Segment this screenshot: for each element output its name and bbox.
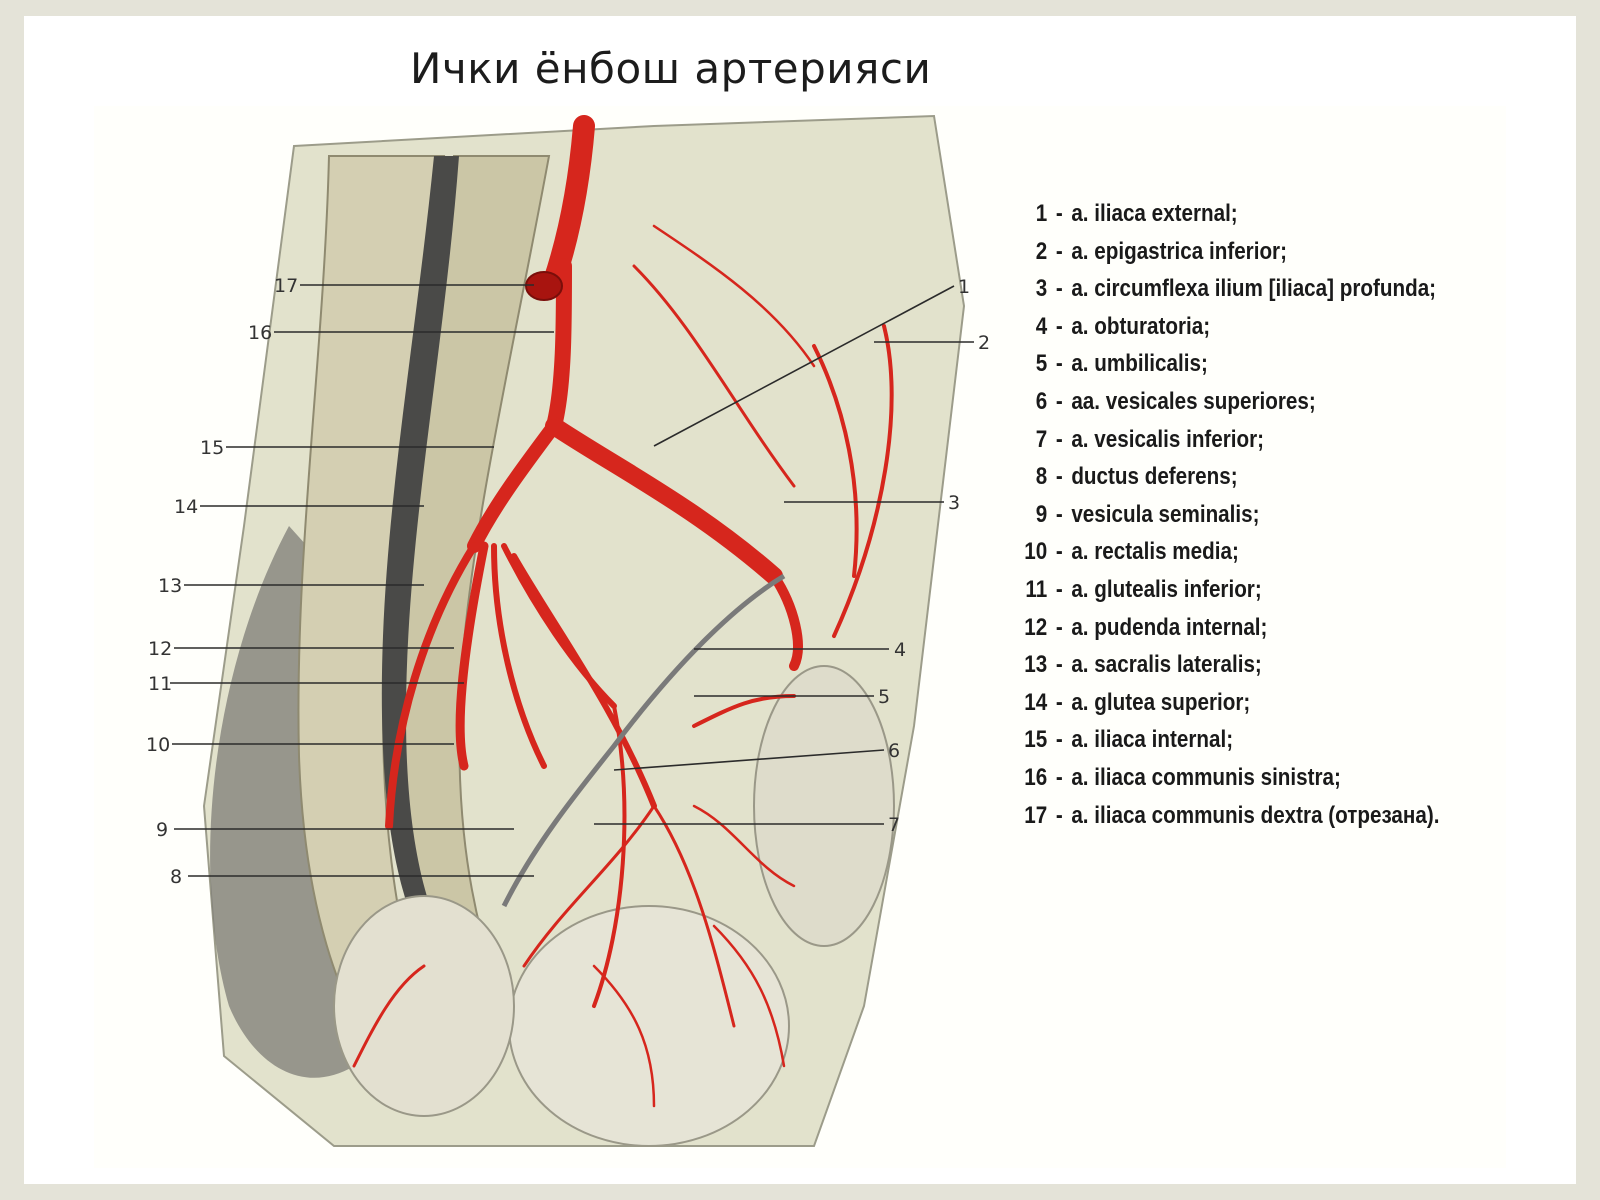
legend-item: 3-a. circumflexa ilium [iliaca] profunda… [1018, 275, 1436, 313]
legend-separator: - [1055, 538, 1063, 566]
legend-number: 6 [1035, 387, 1048, 415]
legend-number: 13 [1024, 651, 1048, 679]
legend-item: 7-a. vesicalis inferior; [1018, 426, 1422, 464]
legend-text: vesicula seminalis; [1071, 500, 1260, 528]
legend-text: a. obturatoria; [1071, 312, 1211, 340]
legend-separator: - [1055, 651, 1063, 679]
legend-number: 16 [1024, 763, 1048, 791]
legend-number: 7 [1035, 425, 1048, 453]
legend-number: 1 [1035, 200, 1048, 227]
legend-number: 4 [1035, 312, 1048, 340]
legend-text: a. circumflexa ilium [iliaca] profunda; [1071, 275, 1437, 303]
legend-item: 12-a. pudenda internal; [1018, 614, 1422, 652]
legend-separator: - [1055, 237, 1063, 265]
legend-item: 5-a. umbilicalis; [1018, 350, 1422, 388]
legend-item: 11-a. glutealis inferior; [1018, 576, 1422, 614]
slide-title: Ички ёнбош артерияси [410, 44, 932, 93]
legend-item: 6-aa. vesicales superiores; [1018, 388, 1422, 426]
legend-number: 8 [1035, 463, 1048, 491]
legend-separator: - [1055, 350, 1063, 378]
legend-number: 12 [1024, 613, 1048, 641]
artery-tree [352, 115, 894, 1108]
legend-separator: - [1055, 200, 1063, 227]
callout-12: 12 [148, 638, 172, 660]
legend-separator: - [1055, 387, 1063, 415]
legend-separator: - [1055, 275, 1063, 303]
callout-2: 2 [978, 332, 990, 354]
pelvic-arteries-illustration: 17 16 15 14 13 12 11 10 9 8 1 2 3 4 5 6 … [146, 114, 990, 1147]
legend-separator: - [1055, 425, 1063, 453]
legend-text: a. rectalis media; [1071, 538, 1239, 566]
bladder [508, 905, 790, 1147]
legend-separator: - [1055, 575, 1063, 603]
callout-17: 17 [274, 275, 298, 297]
callout-1: 1 [958, 276, 970, 298]
legend-text: a. glutealis inferior; [1071, 575, 1262, 603]
legend: 1-a. iliaca external;2-a. epigastrica in… [1018, 200, 1488, 839]
legend-item: 14-a. glutea superior; [1018, 689, 1422, 727]
legend-separator: - [1055, 500, 1063, 528]
legend-text: a. iliaca communis sinistra; [1071, 763, 1341, 791]
legend-separator: - [1055, 801, 1063, 829]
callout-10: 10 [146, 734, 170, 756]
legend-number: 3 [1035, 275, 1048, 303]
legend-separator: - [1055, 726, 1063, 754]
legend-text: a. pudenda internal; [1071, 613, 1268, 641]
legend-item: 17-a. iliaca communis dextra (отрезана). [1018, 801, 1439, 840]
legend-text: a. iliaca communis dextra (отрезана). [1071, 801, 1440, 829]
ductus-deferens [501, 573, 786, 908]
legend-text: a. epigastrica inferior; [1071, 237, 1287, 265]
legend-number: 17 [1024, 801, 1048, 829]
callout-8: 8 [170, 866, 182, 888]
legend-item: 4-a. obturatoria; [1018, 313, 1422, 351]
legend-number: 14 [1024, 688, 1048, 716]
legend-number: 10 [1024, 538, 1048, 566]
legend-item: 15-a. iliaca internal; [1018, 726, 1422, 764]
legend-separator: - [1055, 312, 1063, 340]
legend-text: a. iliaca internal; [1071, 726, 1234, 754]
callout-3: 3 [948, 492, 960, 514]
legend-separator: - [1055, 688, 1063, 716]
callouts-right [594, 285, 974, 825]
anatomy-figure: 17 16 15 14 13 12 11 10 9 8 1 2 3 4 5 6 … [94, 106, 1506, 1168]
callout-15: 15 [200, 437, 224, 459]
legend-separator: - [1055, 463, 1063, 491]
legend-number: 5 [1035, 350, 1048, 378]
legend-number: 9 [1035, 500, 1048, 528]
legend-text: a. iliaca external; [1071, 200, 1238, 227]
legend-separator: - [1055, 613, 1063, 641]
callout-11: 11 [148, 673, 172, 695]
callout-16: 16 [248, 322, 272, 344]
callout-14: 14 [174, 496, 198, 518]
legend-number: 2 [1035, 237, 1048, 265]
legend-text: a. umbilicalis; [1071, 350, 1208, 378]
legend-text: aa. vesicales superiores; [1071, 387, 1316, 415]
callout-13: 13 [158, 575, 182, 597]
legend-text: ductus deferens; [1071, 463, 1238, 491]
cut-artery-end [525, 271, 563, 301]
legend-number: 15 [1024, 726, 1048, 754]
callouts-left [170, 284, 554, 877]
callout-9: 9 [156, 819, 168, 841]
legend-text: a. sacralis lateralis; [1071, 651, 1262, 679]
legend-item: 2-a. epigastrica inferior; [1018, 238, 1422, 276]
pubic-region [753, 665, 895, 947]
legend-item: 13-a. sacralis lateralis; [1018, 651, 1422, 689]
legend-number: 11 [1025, 575, 1048, 603]
legend-separator: - [1055, 763, 1063, 791]
legend-item: 16-a. iliaca communis sinistra; [1018, 764, 1422, 802]
legend-text: a. glutea superior; [1071, 688, 1251, 716]
callout-6: 6 [888, 740, 900, 762]
legend-item: 10-a. rectalis media; [1018, 538, 1422, 576]
legend-item: 8-ductus deferens; [1018, 463, 1422, 501]
rectum [333, 895, 515, 1117]
callout-4: 4 [894, 639, 906, 661]
callout-7: 7 [888, 814, 900, 836]
callout-labels: 17 16 15 14 13 12 11 10 9 8 1 2 3 4 5 6 … [146, 275, 990, 888]
legend-item: 1-a. iliaca external; [1018, 200, 1422, 238]
legend-text: a. vesicalis inferior; [1071, 425, 1265, 453]
legend-item: 9-vesicula seminalis; [1018, 501, 1422, 539]
callout-5: 5 [878, 686, 890, 708]
